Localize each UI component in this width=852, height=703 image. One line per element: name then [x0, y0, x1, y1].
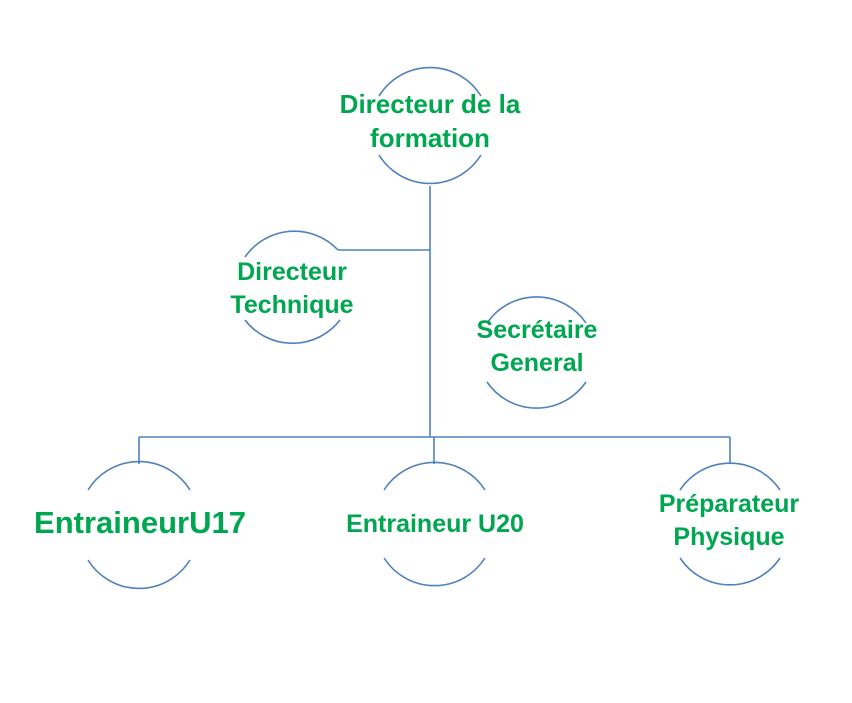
node-preparateur-physique-line2: Physique — [673, 522, 785, 551]
node-arc-top-entraineur-u20 — [383, 461, 486, 491]
node-arc-bottom-directeur-technique — [244, 319, 341, 345]
node-directeur-formation: Directeur de la formation — [300, 88, 560, 156]
node-preparateur-physique: Préparateur Physique — [624, 488, 834, 553]
node-directeur-formation-line1: Directeur de la — [339, 89, 521, 119]
node-directeur-technique-line2: Technique — [230, 290, 354, 319]
node-entraineur-u17: EntraineurU17 — [0, 503, 280, 543]
node-entraineur-u20-line1: Entraineur U20 — [346, 510, 524, 538]
node-entraineur-u17-line1: EntraineurU17 — [34, 505, 246, 540]
node-entraineur-u20: Entraineur U20 — [300, 508, 570, 541]
node-arc-bottom-preparateur-physique — [679, 557, 781, 586]
node-arc-top-entraineur-u17 — [87, 460, 191, 491]
node-secretaire-general: Secrétaire General — [437, 314, 637, 379]
node-directeur-technique-line1: Directeur — [237, 258, 347, 286]
node-secretaire-general-line1: Secrétaire — [476, 316, 598, 344]
node-arc-top-preparateur-physique — [679, 462, 781, 491]
node-arc-bottom-entraineur-u20 — [383, 557, 486, 587]
node-arc-bottom-entraineur-u17 — [87, 559, 191, 590]
node-arc-bottom-directeur-formation — [378, 154, 482, 185]
node-preparateur-physique-line1: Préparateur — [658, 490, 800, 518]
node-directeur-technique: Directeur Technique — [192, 256, 392, 321]
node-secretaire-general-line2: General — [490, 348, 584, 377]
node-directeur-formation-line2: formation — [370, 122, 490, 153]
node-arc-top-secretaire-general — [486, 296, 587, 324]
node-arc-top-directeur-formation — [378, 66, 482, 97]
node-arc-bottom-secretaire-general — [486, 381, 587, 409]
node-arc-top-directeur-technique — [244, 230, 339, 258]
